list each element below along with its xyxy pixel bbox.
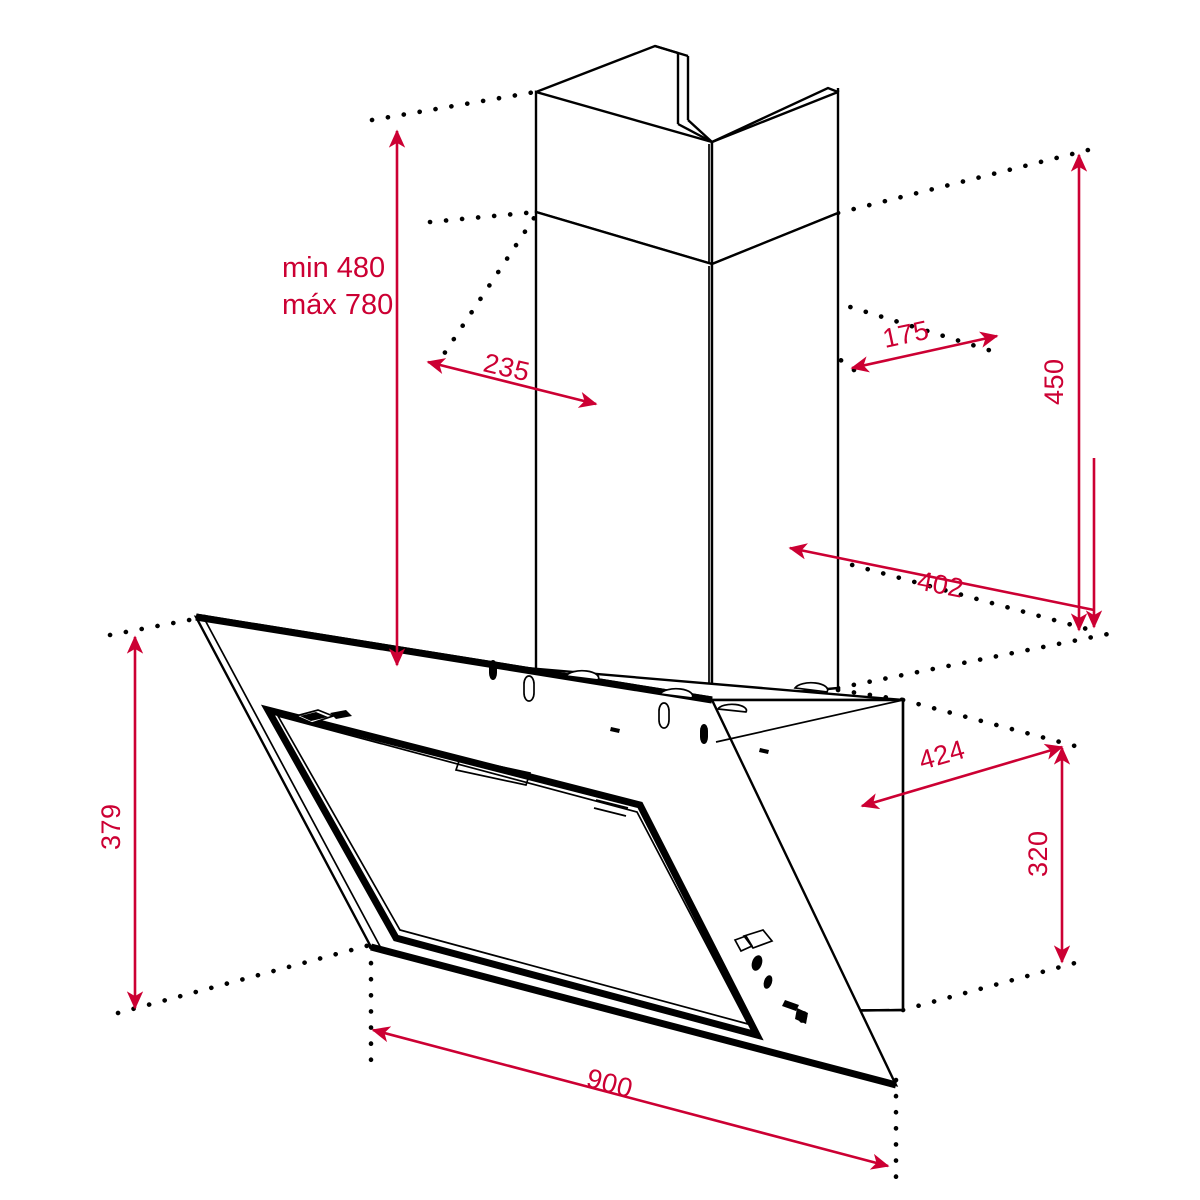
touch-button-icon[interactable]	[750, 954, 764, 972]
product-outline	[193, 44, 905, 1089]
led-light-icon	[658, 687, 694, 699]
chimney-depth-dimension-label: 175	[880, 315, 932, 354]
chimney-height-dimension-label-min: min 480	[282, 252, 385, 284]
control-panel[interactable]	[733, 929, 809, 1024]
body-lower-lip	[715, 699, 904, 743]
led-light-icon	[793, 681, 829, 693]
screw-mark-icon	[759, 748, 769, 754]
mounting-hole-icon	[489, 660, 497, 680]
panel-bracket-icon	[733, 934, 754, 953]
chimney-width-dimension-line	[788, 543, 1095, 612]
overall-width-dimension-line	[371, 1026, 890, 1170]
lower-chimney	[534, 210, 840, 702]
mounting-slot-icon	[523, 675, 535, 702]
led-light-icon	[716, 703, 748, 713]
upper-telescopic-chimney	[534, 44, 840, 266]
led-light-icon	[564, 669, 600, 681]
mounting-slot-icon	[658, 702, 670, 729]
filter-slot-detail	[293, 709, 629, 817]
body-depth-dimension-label: 424	[915, 734, 968, 776]
upper-depth-dimension-label: 235	[481, 348, 533, 388]
body-depth-dimension-line	[860, 743, 1064, 810]
power-button-icon[interactable]	[797, 1010, 809, 1024]
chimney-width-dimension-label: 402	[915, 565, 966, 603]
upper-depth-dimension-line	[426, 358, 598, 408]
body-height-dimension-label: 320	[1023, 830, 1053, 877]
top-surface-details	[489, 660, 829, 754]
front-panel-height-dimension-label: 379	[96, 803, 126, 850]
mounting-hole-icon	[700, 724, 708, 744]
chimney-depth-dimension-line	[850, 331, 999, 373]
screw-mark-icon	[610, 727, 620, 733]
overall-width-dimension-label: 900	[583, 1063, 636, 1104]
touch-button-icon[interactable]	[782, 1000, 799, 1011]
chimney-height-dimension-label-max: máx 780	[282, 289, 393, 321]
touch-button-icon[interactable]	[762, 974, 774, 990]
chimney-section-height-dimension-label: 450	[1039, 358, 1069, 405]
